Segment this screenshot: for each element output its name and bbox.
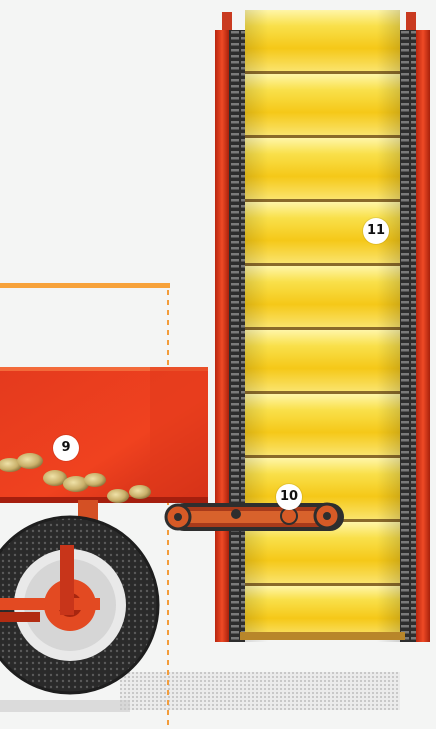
callout-conveyor: 11 [363, 218, 389, 244]
guide-line-top [0, 283, 170, 288]
wheel [0, 517, 158, 693]
elevator-conveyor [215, 10, 430, 642]
callout-hopper: 9 [53, 435, 79, 461]
callout-chain-drive: 10 [276, 484, 302, 510]
chain-drive [166, 504, 342, 529]
